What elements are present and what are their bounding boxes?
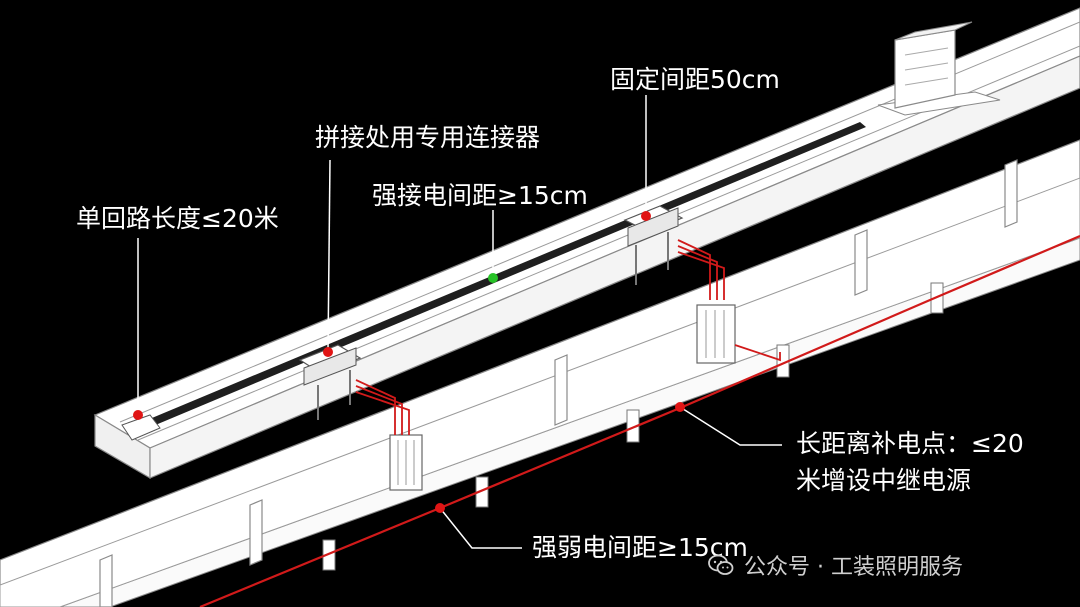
- channel-inner: [0, 177, 1080, 607]
- channel-ribs: [99, 159, 1018, 607]
- pillar-top: [894, 21, 973, 41]
- label-relay-line2: 米增设中继电源: [796, 466, 972, 495]
- connector-right: [623, 205, 684, 285]
- watermark: 公众号 · 工装照明服务: [708, 548, 963, 582]
- lower-channel: [0, 139, 1080, 607]
- channel-posts: [322, 282, 944, 571]
- connector-left: [298, 344, 362, 420]
- label-relay-line1: 长距离补电点：≤20: [796, 429, 1024, 458]
- connector-wires-left: [355, 379, 410, 435]
- wechat-icon: [708, 554, 734, 575]
- pillar-front: [894, 29, 956, 109]
- upper-beam-front: [149, 55, 1080, 479]
- label-strong-spacing: 强接电间距≥15cm: [372, 181, 588, 210]
- marker-fixed-spacing: [641, 211, 651, 221]
- label-circuit-length: 单回路长度≤20米: [76, 204, 279, 233]
- marker-relay: [675, 402, 685, 412]
- label-connector: 拼接处用专用连接器: [315, 123, 541, 152]
- leader-lines: [137, 95, 782, 549]
- leader-weak-strong: [439, 507, 522, 549]
- leader-relay: [679, 406, 782, 446]
- watermark-text: 公众号 · 工装照明服务: [744, 555, 963, 580]
- driver-box-left: [389, 434, 423, 491]
- driver-box-right: [696, 304, 736, 364]
- pillar-box: [877, 21, 1001, 116]
- marker-circuit-length: [133, 410, 143, 420]
- leader-connector: [327, 159, 331, 351]
- marker-weak-strong: [435, 503, 445, 513]
- label-fixed-spacing: 固定间距50cm: [610, 65, 780, 94]
- marker-connector: [323, 347, 333, 357]
- marker-strong-spacing: [488, 273, 498, 283]
- connector-wires-right: [677, 239, 781, 362]
